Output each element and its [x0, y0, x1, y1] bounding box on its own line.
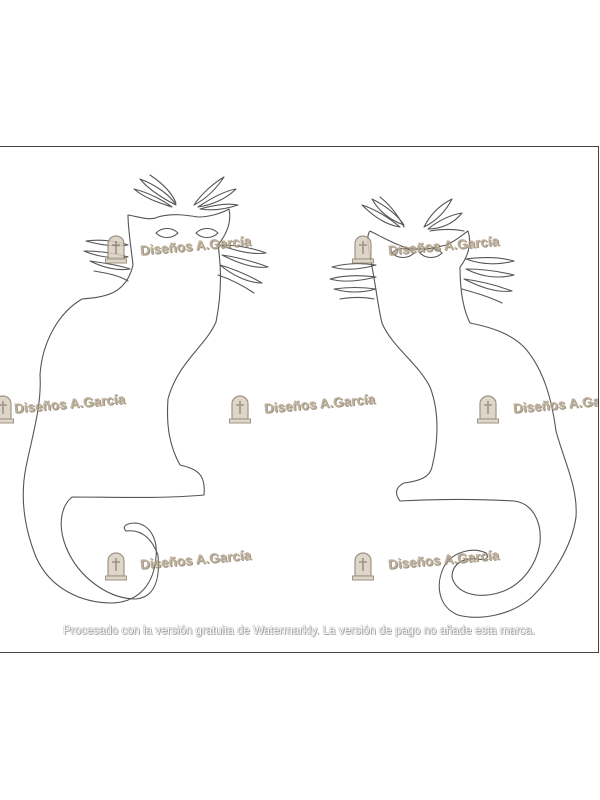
- right-cat-whisker-1: [361, 204, 401, 228]
- left-cat-whisker-5: [197, 188, 237, 208]
- left-cat-whisker-1: [133, 188, 173, 208]
- right-cat-whisker-12: [465, 268, 515, 278]
- left-cat-whisker-11: [219, 244, 267, 255]
- right-cat-whisker-7: [331, 263, 377, 270]
- tombstone-cross-icon: [105, 235, 127, 264]
- right-cat-eye-left: [391, 247, 415, 259]
- tombstone-cross-icon: [477, 395, 499, 424]
- right-cat-whisker-5: [427, 212, 463, 230]
- left-cat-whisker-12: [221, 254, 269, 268]
- right-cat-outline: [367, 230, 577, 618]
- right-cat-whisker-10: [339, 296, 375, 300]
- left-cat-whisker-2: [139, 178, 177, 206]
- left-cat-outline: [22, 208, 231, 604]
- left-cat-whisker-10: [93, 270, 129, 282]
- tombstone-cross-icon: [229, 395, 251, 424]
- tombstone-cross-icon: [352, 552, 374, 581]
- left-cat-whisker-8: [83, 250, 129, 259]
- right-cat-whisker-3: [379, 196, 405, 228]
- left-cat-eye-left: [155, 227, 179, 239]
- left-cat-whisker-7: [85, 239, 129, 247]
- tombstone-cross-icon: [0, 395, 14, 424]
- cat-outlines-artwork: [22, 174, 577, 618]
- left-cat-whisker-6: [199, 203, 239, 211]
- pattern-sheet: Diseños A.García Diseños A.García Diseño…: [0, 146, 599, 653]
- tombstone-cross-icon: [105, 552, 127, 581]
- right-cat-whisker-8: [329, 275, 377, 282]
- tombstone-cross-icon: [352, 235, 374, 264]
- left-cat-whisker-4: [193, 176, 225, 206]
- left-cat-eye-right: [195, 227, 219, 239]
- right-cat-whisker-14: [461, 288, 503, 304]
- left-cat-whisker-9: [89, 260, 131, 271]
- right-cat-whisker-11: [465, 257, 515, 265]
- right-cat-whisker-2: [371, 198, 405, 226]
- right-cat-whisker-13: [463, 278, 513, 292]
- right-cat-whisker-9: [333, 286, 377, 293]
- left-cat-whisker-3: [149, 174, 177, 204]
- watermarkly-notice: Procesado con la versión gratuita de Wat…: [63, 625, 535, 637]
- right-cat-eye-right: [419, 247, 443, 259]
- left-cat-whisker-13: [219, 264, 263, 284]
- left-cat-whisker-14: [217, 274, 255, 294]
- right-cat-whisker-4: [423, 198, 453, 228]
- right-cat-whisker-6: [429, 228, 465, 232]
